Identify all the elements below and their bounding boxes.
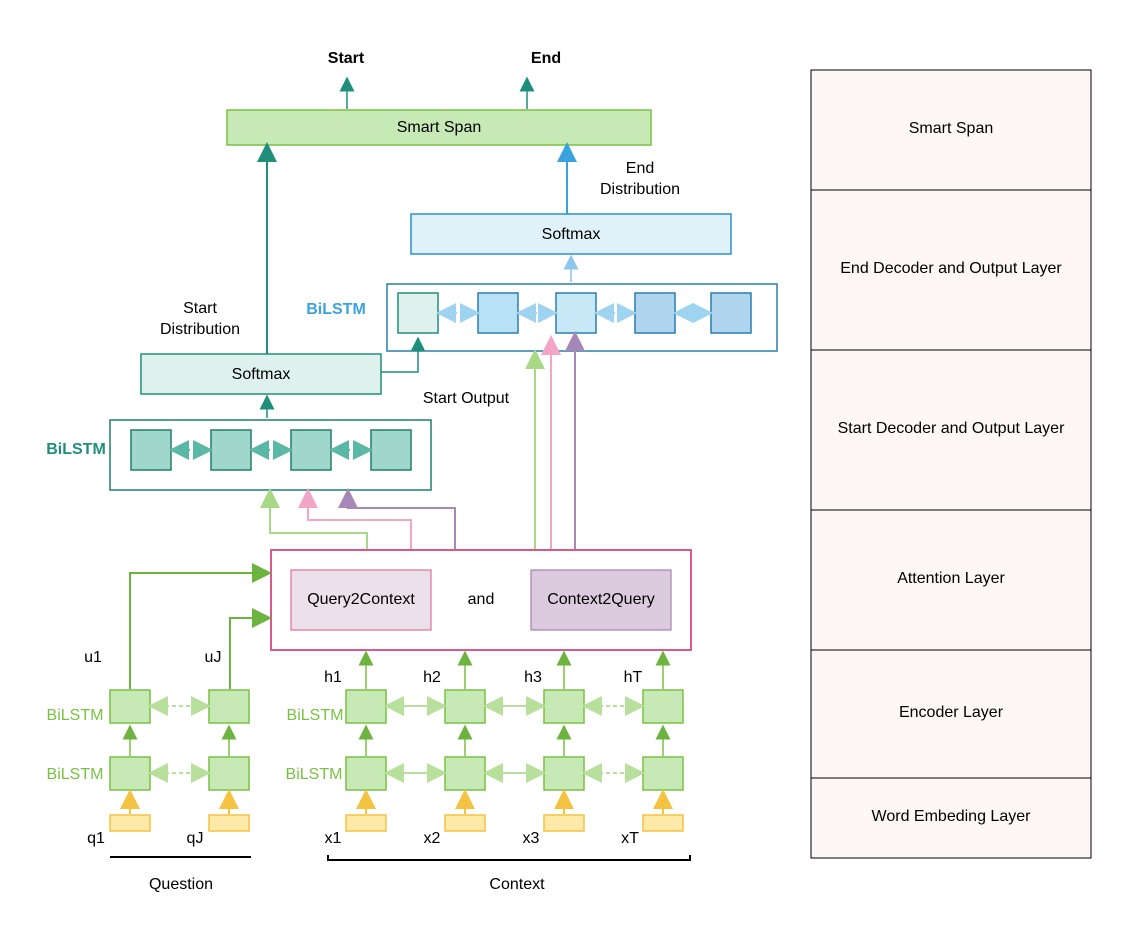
context-x3-label: x3 [523, 830, 540, 847]
question-bilstm-label-upper: BiLSTM [47, 707, 104, 724]
start-distribution-line2: Distribution [160, 321, 240, 338]
layer-word-embedding: Word Embeding Layer [872, 808, 1032, 825]
context-bilstm-lower-cell-2 [444, 756, 486, 791]
end-distribution-line1: End [626, 160, 654, 177]
u1-to-attention-arrow [129, 563, 272, 689]
end-bilstm-cell-4 [634, 292, 676, 334]
query2context-box [290, 569, 432, 631]
context-x1-label: x1 [325, 830, 342, 847]
question-bilstm-upper-cell-1 [109, 689, 151, 724]
end-distribution-line2: Distribution [600, 181, 680, 198]
start-bilstm-cell-4 [370, 429, 412, 471]
context-h3-label: h3 [524, 669, 542, 686]
question-q1-label: q1 [87, 830, 105, 847]
end-bilstm-label: BiLSTM [306, 301, 366, 318]
question-bilstm-label-lower: BiLSTM [47, 766, 104, 783]
context-bilstm-upper-cell-2 [444, 689, 486, 724]
layer-legend: Smart Span End Decoder and Output Layer … [810, 69, 1092, 859]
start-output-arrow [381, 336, 426, 373]
end-softmax-box [410, 213, 732, 255]
context-h1-label: h1 [324, 669, 342, 686]
context-embedding-1 [345, 814, 387, 832]
question-bilstm-lower-cell-1 [109, 756, 151, 791]
context-embedding-2 [444, 814, 486, 832]
context-bilstm-label-upper: BiLSTM [287, 707, 344, 724]
question-embedding-2 [208, 814, 250, 832]
question-caption: Question [149, 876, 213, 893]
context-ht-label: hT [624, 669, 643, 686]
attention-to-start-bilstm-purple [338, 488, 456, 549]
context-embedding-3 [543, 814, 585, 832]
start-bilstm-cell-2 [210, 429, 252, 471]
start-output-label: Start Output [423, 390, 510, 407]
attention-to-start-bilstm-pink [298, 488, 412, 549]
end-bilstm-cell-3 [555, 292, 597, 334]
layer-smart-span: Smart Span [909, 120, 993, 137]
layer-end-decoder: End Decoder and Output Layer [840, 260, 1062, 277]
question-bilstm-lower-cell-2 [208, 756, 250, 791]
start-bilstm-label: BiLSTM [46, 441, 106, 458]
context-caption: Context [489, 876, 545, 893]
layer-start-decoder: Start Decoder and Output Layer [838, 420, 1065, 437]
context2query-label: Context2Query [547, 591, 655, 608]
query2context-label: Query2Context [307, 591, 415, 608]
context-bilstm-upper-cell-4 [642, 689, 684, 724]
context-bilstm-lower-cell-3 [543, 756, 585, 791]
end-bilstm-cell-5 [710, 292, 752, 334]
smart-span-box [226, 109, 652, 146]
context-bilstm-upper-cell-1 [345, 689, 387, 724]
context2query-box [530, 569, 672, 631]
start-distribution-line1: Start [183, 300, 217, 317]
uj-to-attention-arrow [229, 608, 272, 689]
question-u1-label: u1 [84, 649, 102, 666]
end-softmax-label: Softmax [542, 226, 601, 243]
context-bilstm-label-lower: BiLSTM [286, 766, 343, 783]
context-x2-label: x2 [424, 830, 441, 847]
start-bilstm-cell-1 [130, 429, 172, 471]
context-bilstm-upper-cell-3 [543, 689, 585, 724]
start-label: Start [328, 50, 365, 67]
question-qj-label: qJ [187, 830, 204, 847]
start-softmax-label: Softmax [232, 366, 291, 383]
question-bilstm-upper-cell-2 [208, 689, 250, 724]
context-xt-label: xT [621, 830, 639, 847]
start-softmax-box [140, 353, 382, 395]
attention-to-start-bilstm-green [260, 488, 368, 549]
context-embedding-4 [642, 814, 684, 832]
question-uj-label: uJ [205, 649, 222, 666]
layer-encoder: Encoder Layer [899, 704, 1004, 721]
and-label: and [468, 591, 495, 608]
context-bracket [327, 855, 691, 861]
end-bilstm-cell-2 [477, 292, 519, 334]
context-bilstm-lower-cell-1 [345, 756, 387, 791]
layer-attention: Attention Layer [897, 570, 1005, 587]
end-bilstm-cell-1 [397, 292, 439, 334]
start-bilstm-cell-3 [290, 429, 332, 471]
context-bilstm-lower-cell-4 [642, 756, 684, 791]
smart-span-label: Smart Span [397, 119, 481, 136]
question-embedding-1 [109, 814, 151, 832]
context-h2-label: h2 [423, 669, 441, 686]
end-label: End [531, 50, 561, 67]
